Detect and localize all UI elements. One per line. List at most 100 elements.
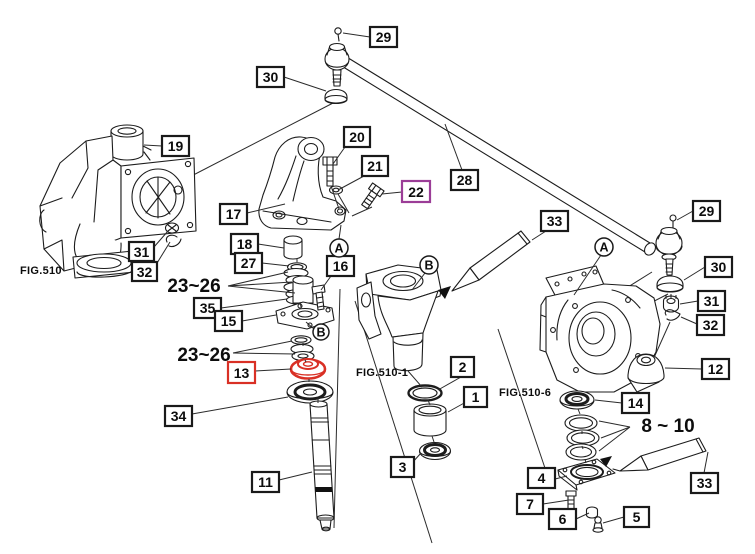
part-label-17[interactable]: 17	[218, 202, 249, 226]
part-label-32-right[interactable]: 32	[695, 313, 726, 337]
svg-text:7: 7	[526, 496, 534, 512]
svg-text:32: 32	[137, 264, 153, 280]
svg-text:28: 28	[457, 172, 473, 188]
axle-case-510-drawing	[39, 124, 197, 279]
part-label-2[interactable]: 2	[449, 355, 476, 379]
shims-8-10-drawing	[564, 414, 600, 461]
cotter-pin-left-drawing	[165, 234, 182, 248]
svg-text:32: 32	[703, 317, 719, 333]
svg-text:27: 27	[241, 255, 257, 271]
svg-text:11: 11	[258, 474, 273, 490]
bolt-7-drawing	[565, 490, 577, 510]
part-label-31-left[interactable]: 31	[127, 240, 156, 263]
svg-text:2: 2	[459, 359, 467, 375]
part-label-3[interactable]: 3	[389, 455, 416, 479]
svg-text:17: 17	[226, 206, 242, 222]
svg-text:3: 3	[399, 459, 407, 475]
svg-text:13: 13	[234, 365, 250, 381]
steering-arm-17-drawing	[258, 136, 347, 231]
svg-text:31: 31	[134, 244, 150, 260]
part-label-27[interactable]: 27	[233, 251, 264, 275]
part-label-13-selected[interactable]: 13	[226, 360, 257, 385]
part-label-19[interactable]: 19	[160, 134, 191, 158]
fig-ref-510-6: FIG.510-6	[499, 387, 551, 399]
oil-seal-13-highlighted-drawing	[289, 358, 327, 380]
grease-nipple-5-drawing	[592, 516, 604, 533]
part-label-32-left[interactable]: 32	[130, 260, 159, 283]
range-label-23-26-upper: 23~26	[167, 276, 220, 297]
svg-text:A: A	[599, 241, 608, 255]
svg-text:20: 20	[349, 129, 365, 145]
svg-text:B: B	[316, 326, 325, 340]
part-label-18[interactable]: 18	[229, 232, 260, 256]
part-label-15[interactable]: 15	[213, 309, 244, 333]
kingpin-shaft-11-drawing	[309, 400, 335, 532]
part-label-29-right[interactable]: 29	[691, 199, 722, 223]
bushing-18-drawing	[283, 235, 303, 260]
part-label-14[interactable]: 14	[620, 391, 651, 415]
part-label-5[interactable]: 5	[622, 505, 651, 529]
part-label-33-mid[interactable]: 33	[539, 209, 570, 233]
grease-arrow-icon	[438, 286, 451, 299]
part-label-12[interactable]: 12	[700, 357, 731, 381]
part-label-30-right[interactable]: 30	[703, 255, 734, 279]
ref-marker-b-flange: B	[312, 323, 330, 341]
part-label-29-top[interactable]: 29	[368, 25, 399, 49]
zone-lines	[171, 101, 671, 544]
svg-text:16: 16	[333, 258, 349, 274]
ref-marker-a-housing: A	[594, 237, 614, 257]
slotted-pin-29-right	[669, 214, 677, 222]
part-label-7[interactable]: 7	[515, 492, 545, 516]
svg-text:29: 29	[699, 203, 715, 219]
part-label-1[interactable]: 1	[462, 385, 489, 409]
svg-text:31: 31	[704, 293, 720, 309]
svg-text:6: 6	[559, 511, 567, 527]
svg-text:30: 30	[711, 259, 727, 275]
leader-lines	[143, 32, 709, 524]
part-label-20[interactable]: 20	[342, 125, 372, 149]
grease-cartridge-bottom-drawing	[612, 437, 707, 472]
part-label-11[interactable]: 11	[250, 470, 281, 494]
svg-text:30: 30	[263, 69, 279, 85]
cover-plate-4-drawing	[557, 456, 616, 491]
ref-marker-a-arm: A	[329, 238, 349, 258]
part-label-33-bottom[interactable]: 33	[689, 471, 720, 495]
part-label-30-top[interactable]: 30	[255, 65, 286, 89]
svg-text:33: 33	[697, 475, 713, 491]
svg-text:15: 15	[221, 313, 237, 329]
cotter-pin-32-right	[664, 309, 681, 321]
bearing-34-drawing	[286, 380, 334, 404]
part-label-6[interactable]: 6	[547, 507, 578, 531]
part-label-34[interactable]: 34	[163, 404, 194, 428]
bolt-16-drawing	[311, 284, 326, 311]
svg-text:14: 14	[628, 395, 644, 411]
svg-text:19: 19	[168, 138, 184, 154]
knuckle-510-1-drawing	[356, 264, 442, 372]
svg-text:1: 1	[472, 389, 480, 405]
bolt-20-drawing	[322, 156, 338, 187]
castle-nut-31-right	[662, 293, 680, 313]
bearing-cup-1-drawing	[413, 403, 447, 437]
slotted-pin-29-top	[334, 27, 342, 35]
svg-text:18: 18	[237, 236, 253, 252]
bearing-3-drawing	[418, 441, 452, 461]
grease-arrow-icon	[600, 456, 612, 467]
fig-ref-510-1: FIG.510-1	[356, 367, 408, 379]
rubber-cap-12-drawing	[627, 353, 665, 385]
svg-text:4: 4	[538, 470, 546, 486]
seal-ring-2-drawing	[407, 384, 443, 402]
part-label-16[interactable]: 16	[325, 254, 356, 278]
svg-text:34: 34	[171, 408, 187, 424]
part-label-4[interactable]: 4	[526, 466, 557, 490]
svg-text:35: 35	[200, 300, 216, 316]
part-label-28[interactable]: 28	[449, 168, 480, 192]
ref-marker-b-knuckle: B	[419, 255, 439, 275]
part-label-22-marked[interactable]: 22	[400, 179, 432, 204]
part-label-31-right[interactable]: 31	[696, 289, 727, 313]
axis-marks	[296, 258, 587, 464]
tie-rod-end-top-drawing	[324, 27, 350, 105]
part-label-21[interactable]: 21	[360, 154, 390, 178]
fig-ref-510: FIG.510	[20, 265, 62, 277]
svg-text:33: 33	[547, 213, 563, 229]
